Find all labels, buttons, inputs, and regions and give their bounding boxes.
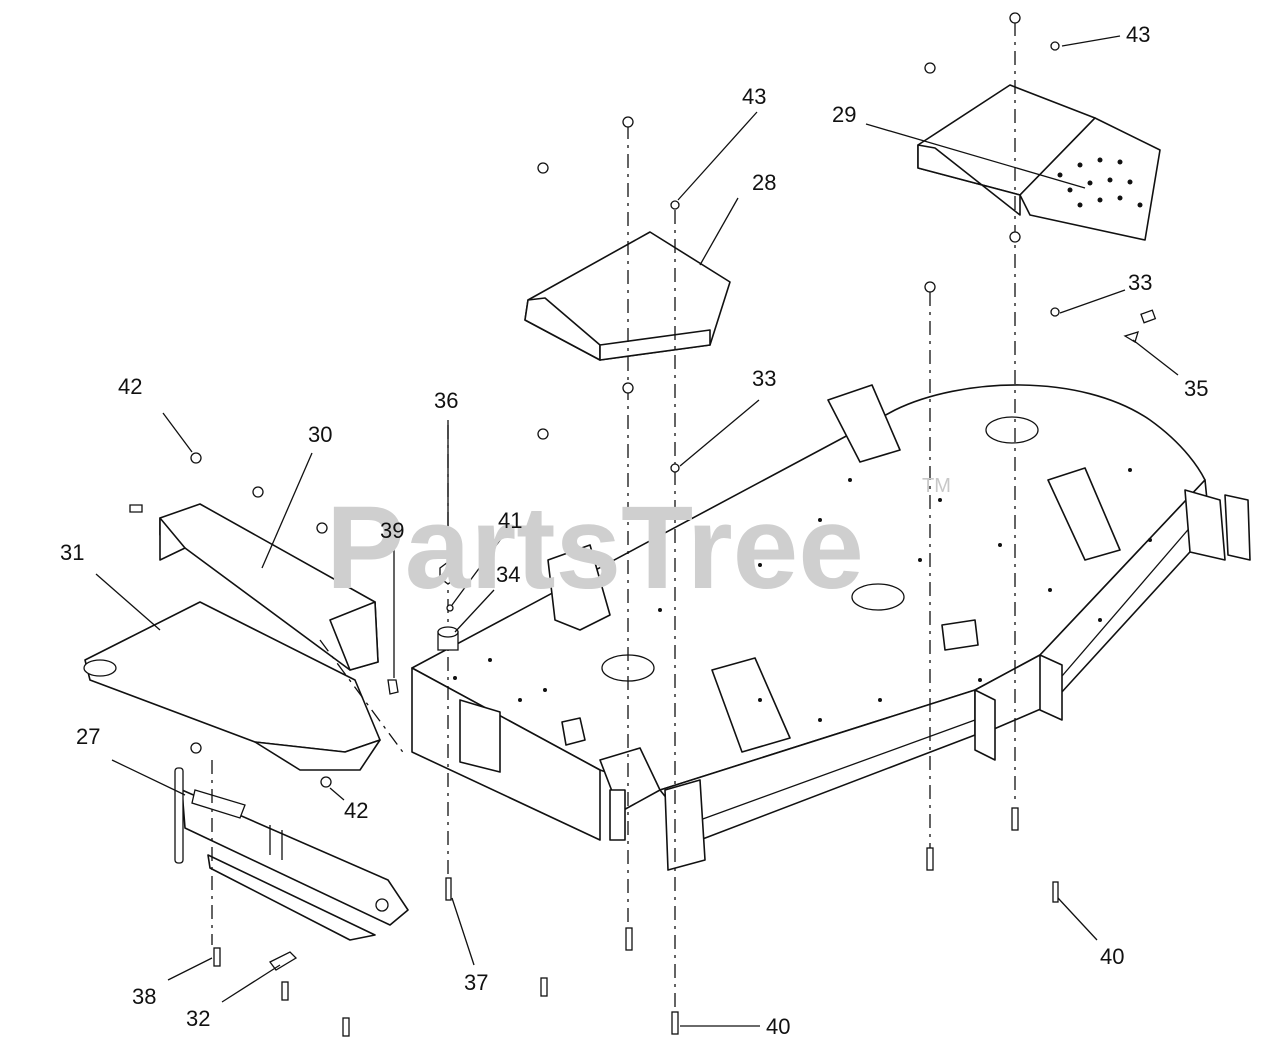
label-28: 28 [752, 170, 776, 195]
label-36: 36 [434, 388, 458, 413]
label-42-top: 42 [118, 374, 142, 399]
watermark-trademark: TM [922, 475, 951, 497]
part-30-shield [159, 503, 379, 671]
label-33-top: 33 [1128, 270, 1152, 295]
watermark: PartsTree TM [326, 475, 951, 614]
part-31-plate [83, 601, 381, 771]
deck-holes [453, 468, 1152, 722]
label-39: 39 [380, 518, 404, 543]
part-27-bracket [174, 767, 409, 941]
label-40-bottom: 40 [766, 1014, 790, 1039]
label-29: 29 [832, 102, 856, 127]
label-32: 32 [186, 1006, 210, 1031]
assembly-center-lines [211, 22, 1016, 1010]
label-43-mid: 43 [742, 84, 766, 109]
label-37: 37 [464, 970, 488, 995]
label-33-mid: 33 [752, 366, 776, 391]
label-38: 38 [132, 984, 156, 1009]
label-35: 35 [1184, 376, 1208, 401]
leader-lines [95, 35, 1179, 1027]
watermark-brand: PartsTree [326, 482, 864, 614]
label-27: 27 [76, 724, 100, 749]
label-31: 31 [60, 540, 84, 565]
label-40-right: 40 [1100, 944, 1124, 969]
part-29-perforations [1057, 157, 1143, 208]
hardware [129, 12, 1157, 1037]
mower-deck [411, 384, 1251, 871]
label-43-top: 43 [1126, 22, 1150, 47]
label-30: 30 [308, 422, 332, 447]
part-29-cover [917, 84, 1161, 241]
label-34: 34 [496, 562, 520, 587]
label-42-bottom: 42 [344, 798, 368, 823]
label-41: 41 [498, 508, 522, 533]
part-28-cover [524, 231, 731, 361]
callout-labels: 27 28 29 30 31 32 33 33 34 35 36 37 38 3… [60, 22, 1208, 1039]
